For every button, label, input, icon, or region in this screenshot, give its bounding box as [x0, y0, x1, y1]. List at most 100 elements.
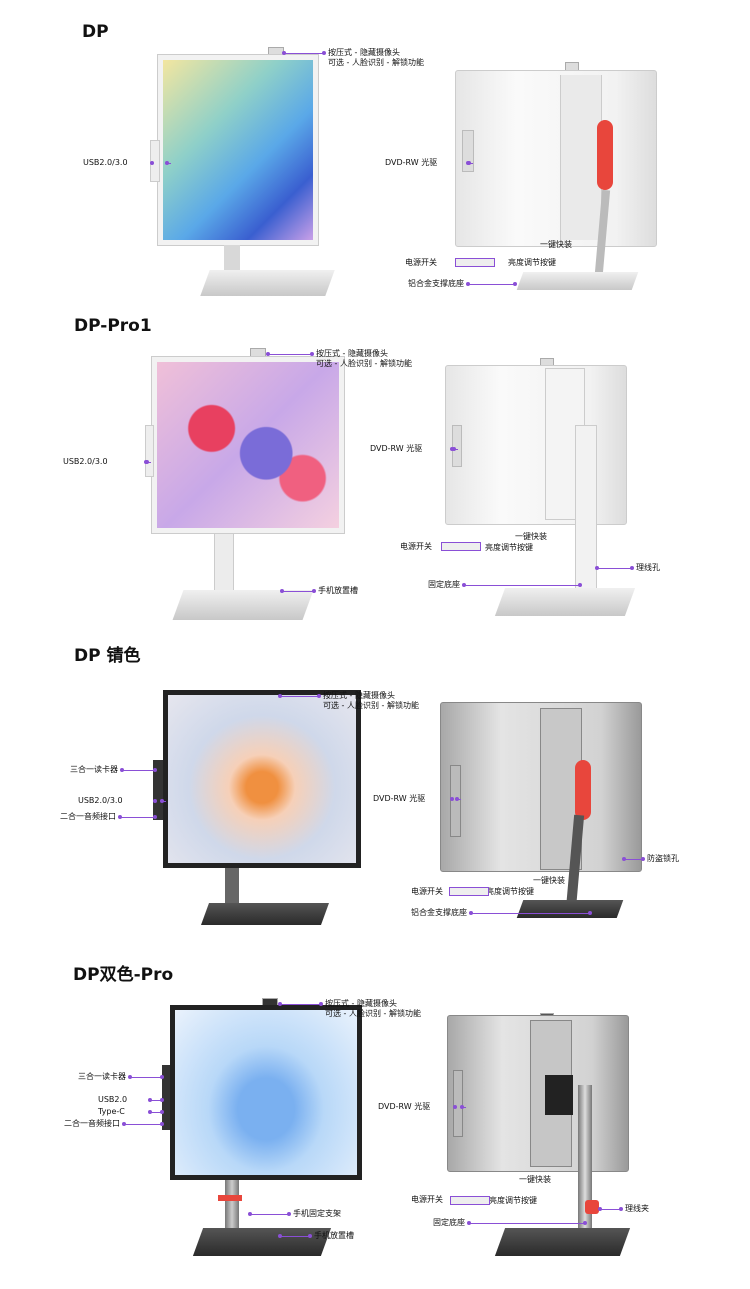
leader-line	[468, 284, 515, 285]
card-reader-label: 三合一读卡器	[78, 1072, 126, 1081]
leader-line	[150, 1100, 162, 1101]
brightness-keys-label: 亮度调节按键	[489, 1196, 537, 1205]
leader-dot	[453, 1105, 457, 1109]
cable-hole-label: 理线孔	[636, 563, 660, 572]
card-reader-label: 三合一读卡器	[70, 765, 118, 774]
base-label: 铝合金支撑底座	[408, 279, 464, 288]
leader-line	[280, 696, 319, 697]
leader-dot	[513, 282, 517, 286]
leader-dot	[160, 799, 164, 803]
leader-dot	[319, 1002, 323, 1006]
section-title-dp-rust: DP 锖色	[74, 646, 141, 666]
leader-dot	[122, 1122, 126, 1126]
brightness-button-bar	[455, 258, 495, 267]
quick-mount-label: 一键快装	[519, 1175, 551, 1184]
base-label: 固定底座	[428, 580, 460, 589]
leader-dot	[160, 1075, 164, 1079]
phone-slot-label: 手机放置槽	[318, 586, 358, 595]
camera-label: 按压式 - 隐藏摄像头	[316, 349, 388, 358]
quick-mount-label: 一键快装	[540, 240, 572, 249]
leader-line	[597, 568, 632, 569]
base-label: 铝合金支撑底座	[411, 908, 467, 917]
leader-dot	[450, 797, 454, 801]
leader-line	[150, 1112, 162, 1113]
leader-line	[469, 1223, 585, 1224]
anti-theft-lock-label: 防盗锁孔	[647, 854, 679, 863]
leader-dot	[450, 447, 454, 451]
leader-dot	[266, 352, 270, 356]
brightness-button-bar	[450, 1196, 490, 1205]
leader-line	[284, 53, 324, 54]
leader-dot	[630, 566, 634, 570]
leader-dot	[278, 1234, 282, 1238]
leader-line	[124, 1124, 162, 1125]
leader-dot	[144, 460, 148, 464]
leader-dot	[120, 768, 124, 772]
leader-dot	[148, 1110, 152, 1114]
leader-dot	[165, 161, 169, 165]
leader-dot	[588, 911, 592, 915]
power-switch-label: 电源开关	[411, 1195, 443, 1204]
leader-dot	[160, 1122, 164, 1126]
leader-line	[162, 801, 166, 802]
face-unlock-label: 可选 - 人脸识别 - 解锁功能	[325, 1009, 421, 1018]
audio-jack-label: 二合一音频接口	[60, 812, 116, 821]
usb-label: USB2.0	[98, 1095, 128, 1104]
usb-label: USB2.0/3.0	[63, 457, 108, 466]
power-switch-label: 电源开关	[405, 258, 437, 267]
leader-line	[167, 163, 171, 164]
face-unlock-label: 可选 - 人脸识别 - 解锁功能	[328, 58, 424, 67]
leader-dot	[641, 857, 645, 861]
camera-label: 按压式 - 隐藏摄像头	[325, 999, 397, 1008]
phone-holder-label: 手机固定支架	[293, 1209, 341, 1218]
leader-dot	[322, 51, 326, 55]
leader-dot	[466, 282, 470, 286]
leader-line	[454, 449, 458, 450]
leader-dot	[452, 447, 456, 451]
leader-line	[457, 799, 461, 800]
leader-dot	[280, 589, 284, 593]
leader-line	[282, 591, 314, 592]
leader-dot	[583, 1221, 587, 1225]
leader-dot	[595, 566, 599, 570]
leader-dot	[578, 583, 582, 587]
section-title-dp: DP	[82, 22, 109, 42]
leader-dot	[466, 161, 470, 165]
leader-dot	[460, 1105, 464, 1109]
face-unlock-label: 可选 - 人脸识别 - 解锁功能	[316, 359, 412, 368]
phone-slot-label: 手机放置槽	[314, 1231, 354, 1240]
leader-line	[122, 770, 155, 771]
leader-line	[280, 1004, 321, 1005]
leader-dot	[153, 815, 157, 819]
section-title-dp-dual-pro: DP双色-Pro	[73, 965, 174, 985]
leader-dot	[278, 1002, 282, 1006]
cable-clip-label: 理线夹	[625, 1204, 649, 1213]
usb-label: USB2.0/3.0	[78, 796, 123, 805]
brightness-keys-label: 亮度调节按键	[486, 887, 534, 896]
leader-dot	[153, 799, 157, 803]
brightness-keys-label: 亮度调节按键	[508, 258, 556, 267]
dvd-label: DVD-RW 光驱	[378, 1102, 431, 1111]
leader-dot	[455, 797, 459, 801]
type-c-label: Type-C	[98, 1107, 125, 1116]
leader-dot	[153, 768, 157, 772]
dvd-label: DVD-RW 光驱	[385, 158, 438, 167]
leader-dot	[150, 161, 154, 165]
power-switch-label: 电源开关	[411, 887, 443, 896]
leader-dot	[278, 694, 282, 698]
section-title-dp-pro1: DP-Pro1	[74, 316, 152, 336]
leader-dot	[118, 815, 122, 819]
leader-dot	[467, 1221, 471, 1225]
leader-dot	[317, 694, 321, 698]
leader-line	[250, 1214, 289, 1215]
leader-dot	[312, 589, 316, 593]
leader-line	[280, 1236, 310, 1237]
dvd-label: DVD-RW 光驱	[373, 794, 426, 803]
leader-line	[469, 163, 473, 164]
quick-mount-label: 一键快装	[515, 532, 547, 541]
leader-line	[471, 913, 590, 914]
leader-dot	[462, 583, 466, 587]
leader-line	[624, 859, 643, 860]
leader-dot	[248, 1212, 252, 1216]
